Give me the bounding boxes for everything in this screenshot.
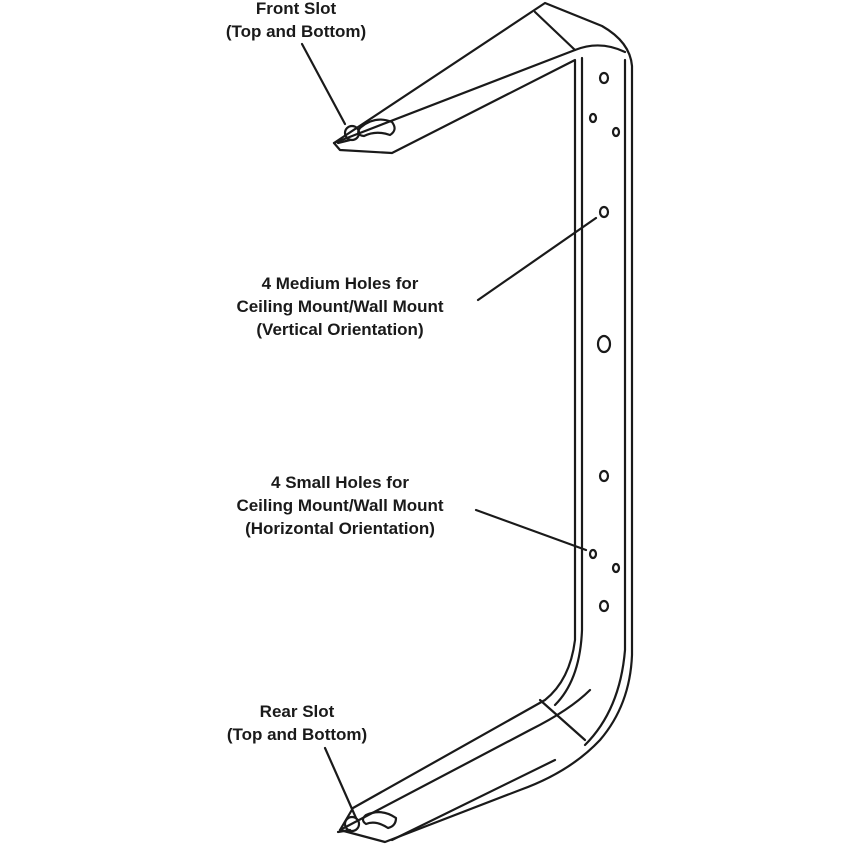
top-arm-seam	[533, 10, 577, 52]
bottom-arm-edge	[338, 688, 592, 832]
rear-slot-hole	[343, 815, 361, 833]
front-slot-hole	[343, 124, 361, 142]
front-slot	[357, 118, 396, 138]
rear-slot-line-2: (Top and Bottom)	[226, 725, 368, 744]
rear-slot-notch	[336, 828, 352, 834]
strap-inner-edge	[553, 56, 584, 707]
rear-slot	[361, 811, 398, 830]
medium-holes-line-1: 4 Medium Holes for	[261, 274, 419, 293]
strap-hole	[598, 599, 610, 613]
bottom-arm-seam	[538, 698, 587, 742]
front-slot-notch	[336, 138, 352, 145]
strap-face-edge	[583, 58, 627, 747]
front-slot-line-1: Front Slot	[255, 0, 337, 18]
medium-holes-leader	[476, 216, 598, 302]
small-holes-line-1: 4 Small Holes for	[271, 473, 409, 492]
strap-hole	[598, 469, 610, 483]
front-slot-line-2: (Top and Bottom)	[225, 22, 367, 41]
bracket-outline	[332, 1, 634, 844]
strap-hole	[598, 205, 610, 219]
small-holes-label: 4 Small Holes for Ceiling Mount/Wall Mou…	[236, 471, 443, 540]
front-slot-label: Front Slot (Top and Bottom)	[226, 0, 366, 43]
strap-hole	[611, 126, 621, 138]
medium-holes-line-3: (Vertical Orientation)	[256, 320, 424, 339]
strap-hole	[598, 71, 610, 85]
medium-holes-label: 4 Medium Holes for Ceiling Mount/Wall Mo…	[236, 272, 443, 341]
front-slot-leader	[300, 42, 347, 126]
rear-slot-line-1: Rear Slot	[259, 702, 335, 721]
medium-holes-line-2: Ceiling Mount/Wall Mount	[236, 297, 444, 316]
strap-hole	[611, 562, 621, 574]
strap-hole	[588, 112, 598, 124]
bottom-arm-lower-edge	[390, 758, 557, 842]
rear-slot-label: Rear Slot (Top and Bottom)	[227, 700, 367, 746]
small-holes-line-3: (Horizontal Orientation)	[245, 519, 435, 538]
small-holes-leader	[474, 508, 588, 552]
strap-hole	[588, 548, 598, 560]
strap-hole	[596, 334, 612, 354]
rear-slot-leader	[323, 746, 358, 820]
small-holes-line-2: Ceiling Mount/Wall Mount	[236, 496, 444, 515]
